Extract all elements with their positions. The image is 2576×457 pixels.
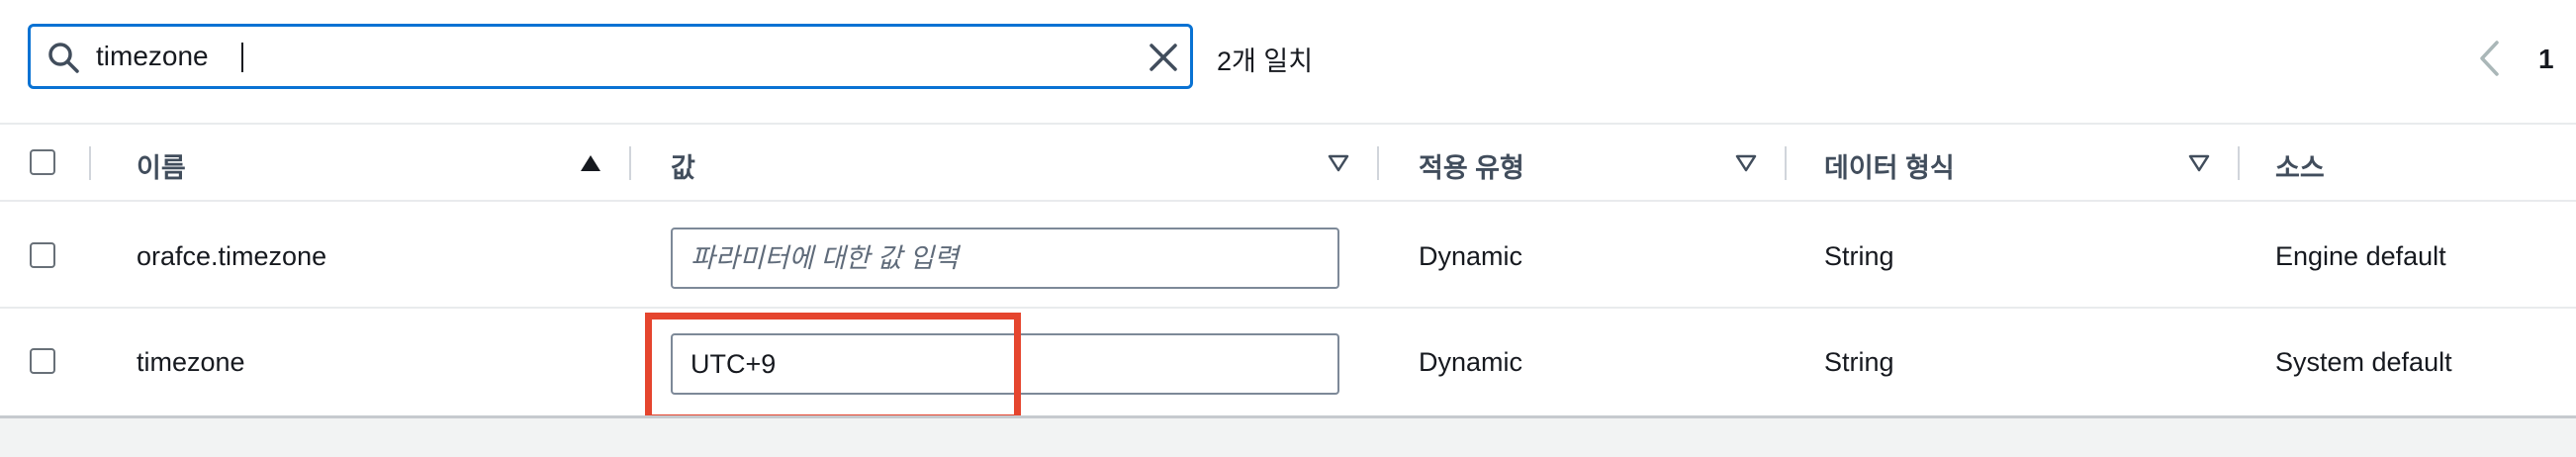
column-header-data-type[interactable]: 데이터 형식 bbox=[1824, 153, 1955, 183]
column-header-value[interactable]: 값 bbox=[671, 153, 695, 183]
chevron-left-icon[interactable] bbox=[2477, 40, 2503, 77]
parameter-value-input[interactable] bbox=[671, 333, 1339, 395]
table-divider bbox=[0, 123, 2576, 125]
row-checkbox[interactable] bbox=[30, 348, 55, 374]
close-icon[interactable] bbox=[1147, 41, 1180, 74]
caret-down-outline-icon[interactable] bbox=[2188, 154, 2210, 172]
column-header-source[interactable]: 소스 bbox=[2275, 153, 2325, 183]
column-separator bbox=[1377, 146, 1379, 180]
search-icon bbox=[48, 43, 79, 73]
column-header-apply-type[interactable]: 적용 유형 bbox=[1419, 153, 1524, 183]
parameter-name: orafce.timezone bbox=[137, 241, 327, 271]
caret-down-outline-icon[interactable] bbox=[1735, 154, 1757, 172]
data-type-cell: String bbox=[1824, 241, 1894, 271]
data-type-cell: String bbox=[1824, 347, 1894, 377]
caret-up-filled-icon[interactable] bbox=[580, 154, 601, 172]
source-cell: System default bbox=[2275, 347, 2452, 377]
source-cell: Engine default bbox=[2275, 241, 2446, 271]
column-separator bbox=[1785, 146, 1787, 180]
caret-down-outline-icon[interactable] bbox=[1328, 154, 1349, 172]
parameter-value-input[interactable] bbox=[671, 228, 1339, 289]
apply-type-cell: Dynamic bbox=[1419, 347, 1523, 377]
table-footer bbox=[0, 415, 2576, 457]
parameter-name: timezone bbox=[137, 347, 245, 377]
select-all-checkbox[interactable] bbox=[30, 149, 55, 175]
apply-type-cell: Dynamic bbox=[1419, 241, 1523, 271]
search-input[interactable] bbox=[96, 35, 1085, 78]
match-count: 2개 일치 bbox=[1217, 46, 1314, 76]
column-separator bbox=[629, 146, 631, 180]
column-separator bbox=[2238, 146, 2240, 180]
column-header-name[interactable]: 이름 bbox=[137, 153, 186, 183]
column-separator bbox=[89, 146, 91, 180]
text-caret bbox=[241, 43, 243, 72]
table-divider bbox=[0, 307, 2576, 309]
row-checkbox[interactable] bbox=[30, 242, 55, 268]
filter-search-box[interactable] bbox=[28, 24, 1193, 89]
pagination-current-page[interactable]: 1 bbox=[2538, 44, 2554, 74]
table-divider bbox=[0, 200, 2576, 202]
